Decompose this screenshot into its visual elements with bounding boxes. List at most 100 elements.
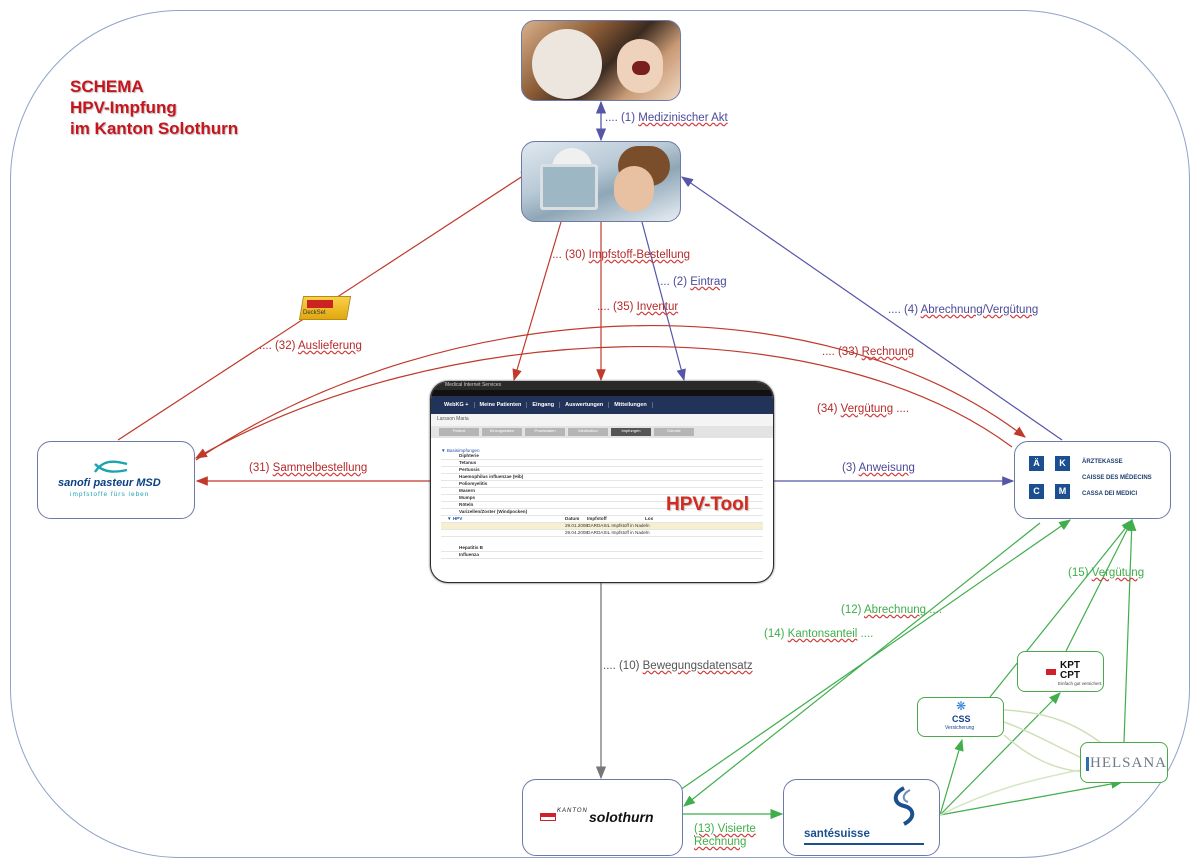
screen-row[interactable]: Haemophilus influenzae (Hib): [441, 474, 763, 481]
label-edge-2: .... (2) Eintrag: [657, 276, 727, 288]
hpv-row-date: 29.01.2008: [565, 523, 588, 528]
diagram-frame: [10, 10, 1190, 858]
edge-34: [194, 345, 1013, 459]
edge-2: [641, 221, 686, 382]
screen-tab[interactable]: Praxisdaten: [525, 428, 565, 436]
helsana-name: HELSANA: [1090, 755, 1167, 771]
hpv-header-date: Datum: [565, 516, 580, 521]
edge-ss-kpt: [939, 692, 1061, 816]
edge-12: [679, 519, 1071, 791]
doctor-computer-photo: [521, 141, 681, 222]
label-edge-12: (12) Abrechnung ....: [841, 604, 943, 616]
screen-tab[interactable]: Medikation: [568, 428, 608, 436]
screen-tabs: Patient Einzugsdaten Praxisdaten Medikat…: [431, 426, 773, 438]
helsana-node: HELSANA: [1080, 742, 1168, 783]
santesuisse-swirl-icon: [893, 786, 915, 826]
label-edge-13-line-2: Rechnung: [694, 836, 747, 848]
edge-15-css: [989, 519, 1133, 698]
kanton-prefix: KANTON: [557, 808, 588, 814]
screen-hpv-row[interactable]: 29.04.2008 GARDASIL Impfstoff in Nadeln: [441, 530, 763, 537]
label-edge-13-line-1: (13) Visierte: [694, 823, 756, 835]
aerztekasse-line-2: CAISSE DES MÉDECINS: [1082, 475, 1152, 481]
screen-nav-item[interactable]: Meine Patienten: [475, 402, 528, 408]
vaccination-photo: [521, 20, 681, 101]
sanofi-node: sanofi pasteur MSD impfstoffe fürs leben: [37, 441, 195, 519]
edge-14: [683, 522, 1041, 807]
edge-33: [195, 325, 1026, 461]
edge-15-helsana: [1123, 518, 1137, 743]
css-flower-icon: ❋: [955, 699, 967, 713]
label-edge-34: (34) Vergütung ....: [817, 403, 910, 415]
title-line-3: im Kanton Solothurn: [70, 119, 239, 138]
label-edge-35: .... (35) Inventur: [597, 301, 679, 313]
screen-row[interactable]: Röteln: [441, 502, 763, 509]
screen-row[interactable]: Hepatitis B: [441, 545, 763, 552]
kanton-solothurn-node: KANTON solothurn: [522, 779, 683, 856]
screen-tab[interactable]: Einzugsdaten: [482, 428, 522, 436]
screen-hpv-header[interactable]: ▼ HPV Datum Impfstoff Los: [441, 516, 763, 523]
label-edge-13: (13) Visierte Rechnung: [694, 823, 756, 849]
title-line-2: HPV-Impfung: [70, 98, 177, 117]
kanton-flag-icon: [540, 813, 556, 821]
akm-k-icon: K: [1055, 456, 1070, 471]
label-edge-30: .... (30) Impfstoff-Bestellung: [549, 249, 691, 261]
screen-nav-item[interactable]: Eingang: [527, 402, 561, 408]
screen-nav-item[interactable]: Mitteilungen: [609, 402, 653, 408]
aerztekasse-line-3: CASSA DEI MEDICI: [1082, 491, 1138, 497]
label-edge-3: (3) Anweisung: [842, 462, 915, 474]
sanofi-logo-icon: [94, 460, 128, 473]
label-edge-4: .... (4) Abrechnung/Vergütung: [888, 304, 1039, 316]
edge-30: [512, 221, 562, 382]
label-edge-15: (15) Vergütung: [1068, 567, 1145, 579]
css-name: CSS: [952, 714, 971, 724]
edge-ss-helsana: [939, 779, 1124, 816]
screen-row[interactable]: Poliomyelitis: [441, 481, 763, 488]
hpv-header-vaccine: Impfstoff: [587, 516, 607, 521]
screen-tab[interactable]: Patient: [439, 428, 479, 436]
label-edge-33: .... (33) Rechnung: [822, 346, 915, 358]
hpv-row-vaccine: GARDASIL Impfstoff in Nadeln: [587, 530, 650, 535]
screen-row[interactable]: Varizellen/Zoster (Windpocken): [441, 509, 763, 516]
hpv-row-vaccine: GARDASIL Impfstoff in Nadeln: [587, 523, 650, 528]
screen-tab-active[interactable]: Impfungen: [611, 428, 651, 436]
edge-faded-4: [939, 769, 1081, 816]
sanofi-tagline: impfstoffe fürs leben: [70, 491, 150, 498]
kpt-node: KPT CPT Einfach gut versichert.: [1017, 651, 1104, 692]
screen-section-label: Basisimpfungen: [446, 448, 480, 453]
akm-a-icon: Ä: [1029, 456, 1044, 471]
kanton-name: solothurn: [589, 809, 654, 825]
hpv-tool-screen: Medical Internet Services WebKG + Meine …: [430, 381, 774, 583]
screen-topbar: Medical Internet Services: [431, 382, 773, 390]
screen-hpv-row[interactable]: 29.01.2008 GARDASIL Impfstoff in Nadeln: [441, 523, 763, 530]
label-edge-32: .... (32) Auslieferung: [259, 340, 362, 352]
edge-15-kpt: [1065, 518, 1133, 652]
edge-ss-css: [939, 738, 964, 816]
screen-tab[interactable]: Dienste: [654, 428, 694, 436]
hpv-row-date: 29.04.2008: [565, 530, 588, 535]
aerztekasse-line-1: ÄRZTEKASSE: [1082, 459, 1123, 465]
screen-row[interactable]: Masern: [441, 488, 763, 495]
hpv-tool-label: HPV-Tool: [666, 494, 750, 515]
santesuisse-name: santésuisse: [804, 828, 870, 840]
screen-row[interactable]: Tetanus: [441, 460, 763, 467]
screen-row[interactable]: Diphterie: [441, 453, 763, 460]
screen-section: ▼ Basisimpfungen: [441, 448, 480, 453]
label-edge-14: (14) Kantonsanteil ....: [764, 628, 874, 640]
label-edge-1: .... (1) Medizinischer Akt: [605, 112, 728, 124]
santesuisse-underline: [804, 843, 924, 845]
akm-m-icon: M: [1055, 484, 1070, 499]
kpt-line-2: CPT: [1060, 670, 1080, 681]
label-edge-10: .... (10) Bewegungsdatensatz: [603, 660, 753, 672]
package-label: DeckSet: [303, 310, 326, 316]
screen-row[interactable]: Influenza: [441, 552, 763, 559]
screen-nav-item[interactable]: Auswertungen: [560, 402, 610, 408]
santesuisse-node: santésuisse: [783, 779, 940, 856]
screen-row[interactable]: Pertussis: [441, 467, 763, 474]
screen-nav-item[interactable]: WebKG +: [439, 402, 475, 408]
screen-patient: Larsson Maria: [431, 414, 773, 426]
screen-row[interactable]: Mumps: [441, 495, 763, 502]
kpt-mark-icon: [1046, 669, 1056, 675]
akm-c-icon: C: [1029, 484, 1044, 499]
css-node: ❋ CSS Versicherung: [917, 697, 1004, 737]
